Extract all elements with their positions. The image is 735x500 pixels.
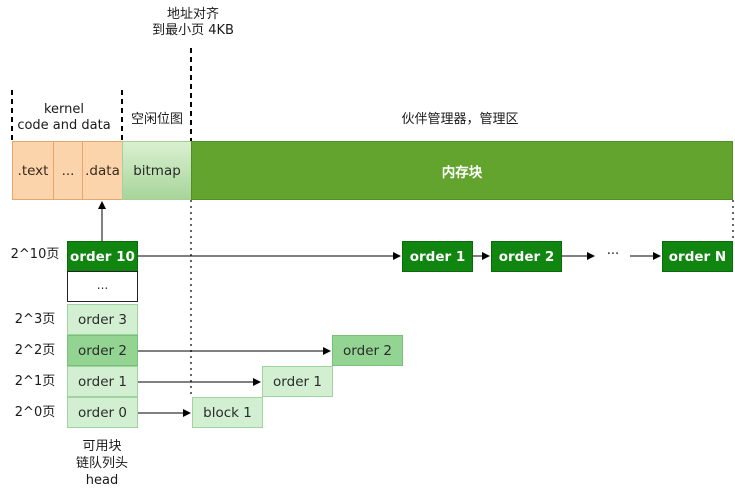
chain-ellipsis: ··· (606, 247, 620, 262)
head-ellipsis: ... (67, 271, 138, 302)
kernel-label-line1: kernel (43, 102, 85, 117)
ellipsis-segment: ... (53, 141, 83, 200)
head-order-0: order 0 (67, 397, 138, 428)
head-label-line2: 链队列头 (75, 456, 128, 471)
head-label-line1: 可用块 (82, 439, 122, 454)
head-label-line3: head (85, 473, 119, 488)
page-label-2-0: 2^0页 (14, 405, 56, 420)
chain-node-order-1: order 1 (262, 366, 333, 397)
page-label-2-10: 2^10页 (10, 247, 60, 262)
chain-node-block-1: block 1 (192, 397, 263, 428)
free-bitmap-label: 空闲位图 (130, 112, 183, 127)
page-label-2-2: 2^2页 (14, 343, 56, 358)
chain-order-n: order N (662, 241, 733, 272)
bitmap-segment: bitmap (122, 141, 192, 200)
head-order-2: order 2 (67, 335, 138, 366)
kernel-label-line2: code and data (17, 118, 111, 133)
kernel-label: kernel code and data (10, 102, 118, 134)
memory-block-segment: 内存块 (191, 141, 733, 200)
chain-order-1: order 1 (402, 241, 473, 272)
page-label-2-1: 2^1页 (14, 374, 56, 389)
head-label: 可用块 链队列头 head (62, 438, 142, 489)
buddy-manager-label: 伙伴管理器，管理区 (401, 112, 519, 127)
data-segment: .data (82, 141, 123, 200)
align-note-line2: 到最小页 4KB (152, 23, 234, 38)
align-note-line1: 地址对齐 (166, 7, 219, 22)
chain-order-2: order 2 (491, 241, 562, 272)
chain-node-order-2: order 2 (332, 335, 403, 366)
page-label-2-3: 2^3页 (14, 312, 56, 327)
align-note: 地址对齐 到最小页 4KB (133, 7, 253, 39)
head-order-1: order 1 (67, 366, 138, 397)
head-order-3: order 3 (67, 304, 138, 335)
